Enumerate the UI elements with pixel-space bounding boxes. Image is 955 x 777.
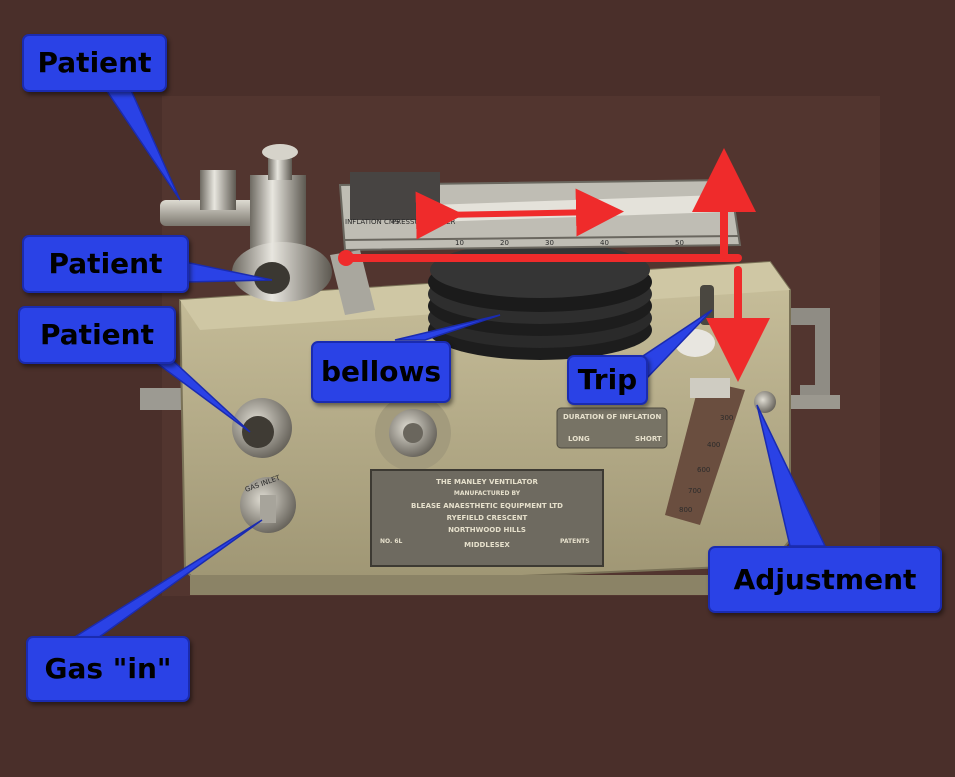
duration-long: LONG [568, 435, 590, 443]
dial-tick-2: 400 [707, 441, 720, 449]
callout-gas-in: Gas "in" [26, 636, 190, 702]
scale-tick-5: 50 [675, 239, 684, 247]
scale-tick-3: 30 [545, 239, 554, 247]
callout-patient-lower-label: Patient [40, 318, 154, 351]
callout-bellows: bellows [311, 341, 451, 403]
callout-patient-top-label: Patient [37, 46, 152, 79]
arrow-rod-end [338, 250, 354, 266]
callout-trip: Trip [567, 355, 648, 405]
callout-bellows-label: bellows [321, 355, 441, 388]
adjustment-dial: 300 400 600 700 800 [665, 378, 776, 525]
inflation-cms-label: INFLATION CMS [345, 218, 400, 226]
callout-patient-middle: Patient [22, 235, 189, 293]
callout-trip-label: Trip [577, 363, 638, 396]
dial-tick-5: 800 [679, 506, 692, 514]
center-knob [375, 395, 451, 471]
pointer-bellows [394, 314, 501, 341]
callout-patient-top: Patient [22, 34, 167, 92]
dial-tick-4: 700 [688, 487, 701, 495]
callout-gas-in-label: Gas "in" [44, 652, 172, 685]
red-arrows [338, 148, 770, 382]
callout-patient-middle-label: Patient [48, 247, 163, 280]
nameplate-line-5: NORTHWOOD HILLS [448, 526, 526, 534]
patient-valve-assembly [160, 144, 332, 302]
scale-tick-4: 40 [600, 239, 609, 247]
arrow-pressure-travel [415, 188, 624, 240]
nameplate-line-4: RYEFIELD CRESCENT [447, 514, 528, 522]
nameplate-line-6: MIDDLESEX [464, 541, 510, 549]
duration-plate: DURATION OF INFLATION LONG SHORT [556, 407, 668, 449]
nameplate-line-3: BLEASE ANAESTHETIC EQUIPMENT LTD [411, 502, 563, 510]
scale-tick-1: 10 [455, 239, 464, 247]
nameplate-line-2: MANUFACTURED BY [454, 490, 521, 497]
callout-patient-lower: Patient [18, 306, 176, 364]
duration-label: DURATION OF INFLATION [563, 413, 661, 421]
nameplate-patents: PATENTS [560, 538, 590, 545]
scale-tick-2: 20 [500, 239, 509, 247]
nameplate-line-1: THE MANLEY VENTILATOR [436, 478, 538, 486]
callout-adjustment-label: Adjustment [733, 562, 917, 596]
dial-tick-1: 300 [720, 414, 733, 422]
dial-tick-3: 600 [697, 466, 710, 474]
nameplate-number: NO. 6L [380, 538, 403, 545]
patient-port [232, 398, 292, 458]
duration-short: SHORT [635, 435, 662, 443]
nameplate: THE MANLEY VENTILATOR MANUFACTURED BY BL… [370, 469, 604, 567]
callout-adjustment: Adjustment [708, 546, 942, 613]
pressure-water-label: PRESSURE WATER [392, 218, 456, 226]
